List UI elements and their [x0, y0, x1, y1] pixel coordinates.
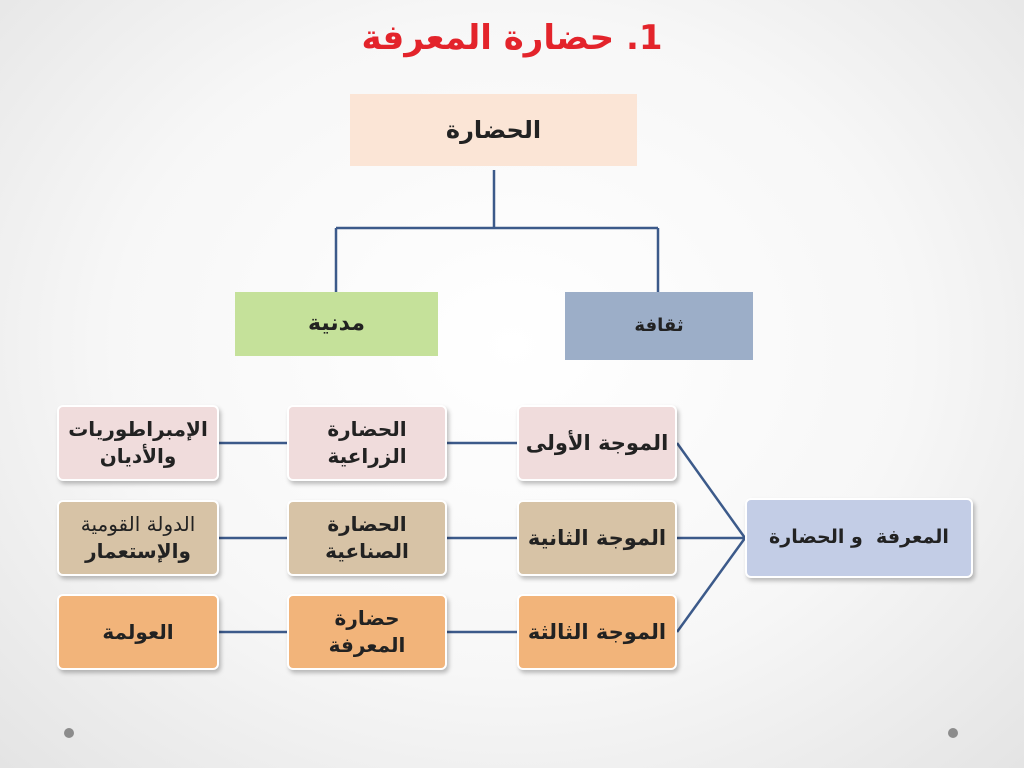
- wave-third-label: الموجة الثالثة: [527, 619, 667, 644]
- wave-second-label: الموجة الثانية: [527, 525, 667, 550]
- hub-label: المعرفة و الحضارة: [769, 526, 949, 549]
- result-empires-religions: الإمبراطوريات والأديان: [57, 405, 219, 481]
- result-globalization-label: العولمة: [102, 619, 174, 644]
- civilization-knowledge-line2: المعرفة: [328, 633, 406, 657]
- result-nation-state-line2: والإستعمار: [85, 539, 191, 563]
- root-node-civilization: الحضارة: [350, 94, 637, 166]
- branch-thaqafa: ثقافة: [565, 292, 753, 360]
- civilization-knowledge: حضارة المعرفة: [287, 594, 447, 670]
- hub-knowledge-civilization: المعرفة و الحضارة: [745, 498, 973, 578]
- branch-madaniya: مدنية: [235, 292, 438, 356]
- wave-first: الموجة الأولى: [517, 405, 677, 481]
- civilization-industrial-line1: الحضارة: [327, 512, 407, 536]
- civilization-industrial-line2: الصناعية: [325, 539, 409, 563]
- result-empires-line2: والأديان: [99, 444, 177, 468]
- civilization-industrial: الحضارة الصناعية: [287, 500, 447, 576]
- wave-first-label: الموجة الأولى: [525, 430, 669, 455]
- civilization-agricultural-line2: الزراعية: [327, 444, 407, 468]
- slide-corner-dot-right: [948, 728, 958, 738]
- result-nation-state-colonialism: الدولة القومية والإستعمار: [57, 500, 219, 576]
- wave-second: الموجة الثانية: [517, 500, 677, 576]
- civilization-knowledge-line1: حضارة: [334, 606, 400, 630]
- connector-hub-wave3: [675, 537, 747, 633]
- result-nation-state-line1: الدولة القومية: [80, 512, 196, 536]
- branch-thaqafa-label: ثقافة: [634, 314, 684, 336]
- root-node-label: الحضارة: [445, 115, 542, 144]
- civilization-agricultural: الحضارة الزراعية: [287, 405, 447, 481]
- wave-third: الموجة الثالثة: [517, 594, 677, 670]
- result-empires-line1: الإمبراطوريات: [68, 417, 208, 441]
- result-globalization: العولمة: [57, 594, 219, 670]
- civilization-agricultural-line1: الحضارة: [327, 417, 407, 441]
- branch-madaniya-label: مدنية: [308, 311, 365, 337]
- slide-corner-dot-left: [64, 728, 74, 738]
- slide-title: 1. حضارة المعرفة: [361, 18, 663, 58]
- connector-hub-wave1: [675, 442, 747, 539]
